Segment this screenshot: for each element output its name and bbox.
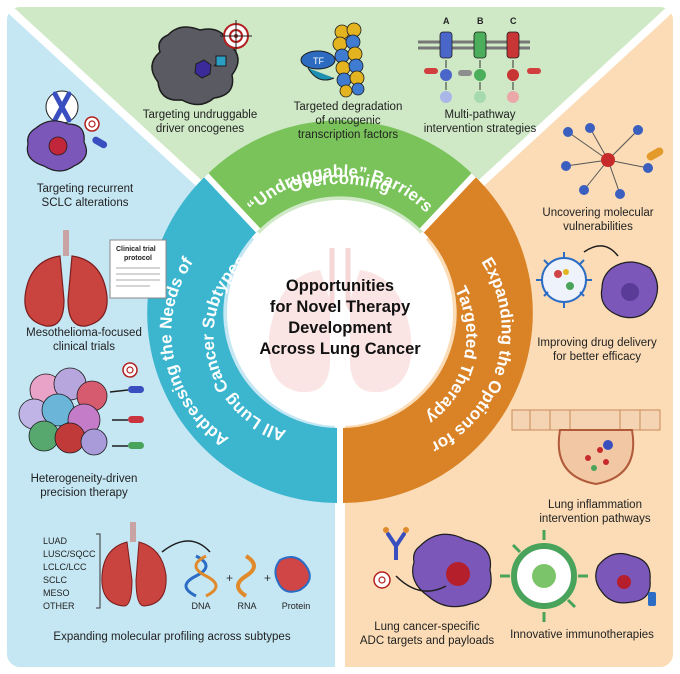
center-circle	[227, 200, 453, 426]
subtype-meso: MESO	[43, 588, 70, 598]
label-line: SCLC alterations	[41, 197, 129, 209]
pathway-b-label: B	[477, 16, 484, 26]
heterogeneous-tumor-icon	[18, 367, 108, 456]
label-line: intervention pathways	[539, 513, 651, 525]
label-multi-pathway: Multi-pathway intervention strategies	[410, 108, 550, 136]
rna-icon	[236, 554, 256, 598]
mesothelioma-lung-icon	[24, 230, 108, 327]
center-title-line3: Development	[288, 319, 392, 337]
label-line: Targeting recurrent	[36, 183, 134, 195]
lung-inflammation-icon	[511, 409, 661, 486]
center-title: Opportunities for Novel Therapy Developm…	[255, 276, 425, 360]
label-line: Heterogeneity-driven	[30, 473, 138, 485]
multi-pathway-icon: A B C	[418, 16, 541, 103]
chromosome-icon	[45, 90, 79, 124]
label-heterogeneity-therapy: Heterogeneity-driven precision therapy	[14, 472, 154, 500]
label-line: Multi-pathway	[444, 109, 516, 121]
label-line: clinical trials	[53, 341, 115, 353]
label-line: Mesothelioma-focused	[26, 327, 142, 339]
label-immunotherapies: Innovative immunotherapies	[510, 629, 654, 641]
target-icon	[220, 20, 252, 52]
label-line: Uncovering molecular	[542, 207, 654, 219]
undruggable-oncogene-icon	[151, 26, 239, 106]
label-line: Targeting undruggable	[142, 109, 258, 121]
label-drug-delivery: Improving drug delivery for better effic…	[522, 336, 672, 364]
drug-delivery-icon	[536, 245, 659, 319]
ring-sector-right	[340, 175, 533, 504]
label-lung-inflammation: Lung inflammation intervention pathways	[520, 498, 670, 526]
capsule-icon	[128, 386, 144, 449]
capsule-icon	[646, 147, 664, 161]
label-line: Targeted degradation	[293, 101, 403, 113]
dna-label: DNA	[191, 601, 211, 611]
target-icon	[84, 116, 100, 132]
label-line: Lung inflammation	[548, 499, 642, 511]
network-icon	[561, 123, 653, 199]
target-icon	[122, 362, 138, 378]
label-line: vulnerabilities	[563, 221, 633, 233]
label-undruggable-oncogenes: Targeting undruggable driver oncogenes	[130, 108, 270, 136]
label-line: transcription factors	[297, 129, 399, 141]
adc-antibody-icon	[383, 527, 409, 560]
profiling-lung-icon	[101, 522, 211, 607]
tf-label: TF	[313, 56, 324, 66]
label-line: Lung cancer-specific	[374, 621, 480, 633]
center-lung-icon	[268, 248, 412, 393]
ring-sector-left	[147, 175, 340, 504]
label-adc-targets: Lung cancer-specific ADC targets and pay…	[352, 620, 502, 648]
label-molecular-vulnerabilities: Uncovering molecular vulnerabilities	[528, 206, 668, 234]
immunotherapy-icon	[500, 530, 656, 622]
subtype-bracket	[96, 533, 101, 609]
label-line: intervention strategies	[423, 123, 537, 135]
pathway-c-label: C	[510, 16, 517, 26]
label-mesothelioma-trials: Mesothelioma-focused clinical trials	[14, 326, 154, 354]
arrow-icon	[109, 389, 129, 447]
label-line: driver oncogenes	[155, 123, 245, 135]
sclc-cell-icon	[26, 120, 87, 172]
protein-label: Protein	[281, 601, 311, 611]
subtype-luad: LUAD	[43, 536, 68, 546]
center-title-line4: Across Lung Cancer	[259, 340, 421, 358]
svg-text:+: +	[226, 571, 233, 585]
clinical-doc-line1: Clinical trial	[116, 246, 156, 253]
label-sclc-alterations: Targeting recurrent SCLC alterations	[20, 182, 150, 210]
pathway-a-label: A	[443, 16, 450, 26]
label-line: for better efficacy	[553, 351, 641, 363]
clinical-trial-document-icon: Clinical trial protocol	[109, 239, 167, 299]
subtype-lclc: LCLC/LCC	[43, 562, 87, 572]
center-title-line2: for Novel Therapy	[269, 298, 411, 316]
clinical-doc-line2: protocol	[124, 255, 152, 262]
ring	[147, 120, 533, 504]
dna-icon	[184, 554, 218, 598]
label-molecular-profiling: Expanding molecular profiling across sub…	[53, 631, 291, 643]
svg-text:+: +	[264, 571, 271, 585]
center-title-line1: Opportunities	[285, 277, 395, 295]
subtype-sclc: SCLC	[43, 575, 68, 585]
subtype-lusc: LUSC/SQCC	[43, 549, 96, 559]
transcription-factor-degradation-icon: TF	[300, 22, 365, 98]
ring-sector-top	[206, 120, 474, 231]
label-line: precision therapy	[40, 487, 128, 499]
label-line: ADC targets and payloads	[359, 635, 495, 647]
capsule-icon	[92, 136, 108, 149]
target-icon	[373, 571, 391, 589]
protein-icon	[274, 556, 311, 593]
subtype-other: OTHER	[43, 601, 75, 611]
label-line: Improving drug delivery	[537, 337, 657, 349]
label-line: of oncogenic	[315, 115, 381, 127]
adc-target-cell-icon	[395, 533, 492, 608]
rna-label: RNA	[237, 601, 257, 611]
label-tf-degradation: Targeted degradation of oncogenic transc…	[278, 100, 418, 142]
